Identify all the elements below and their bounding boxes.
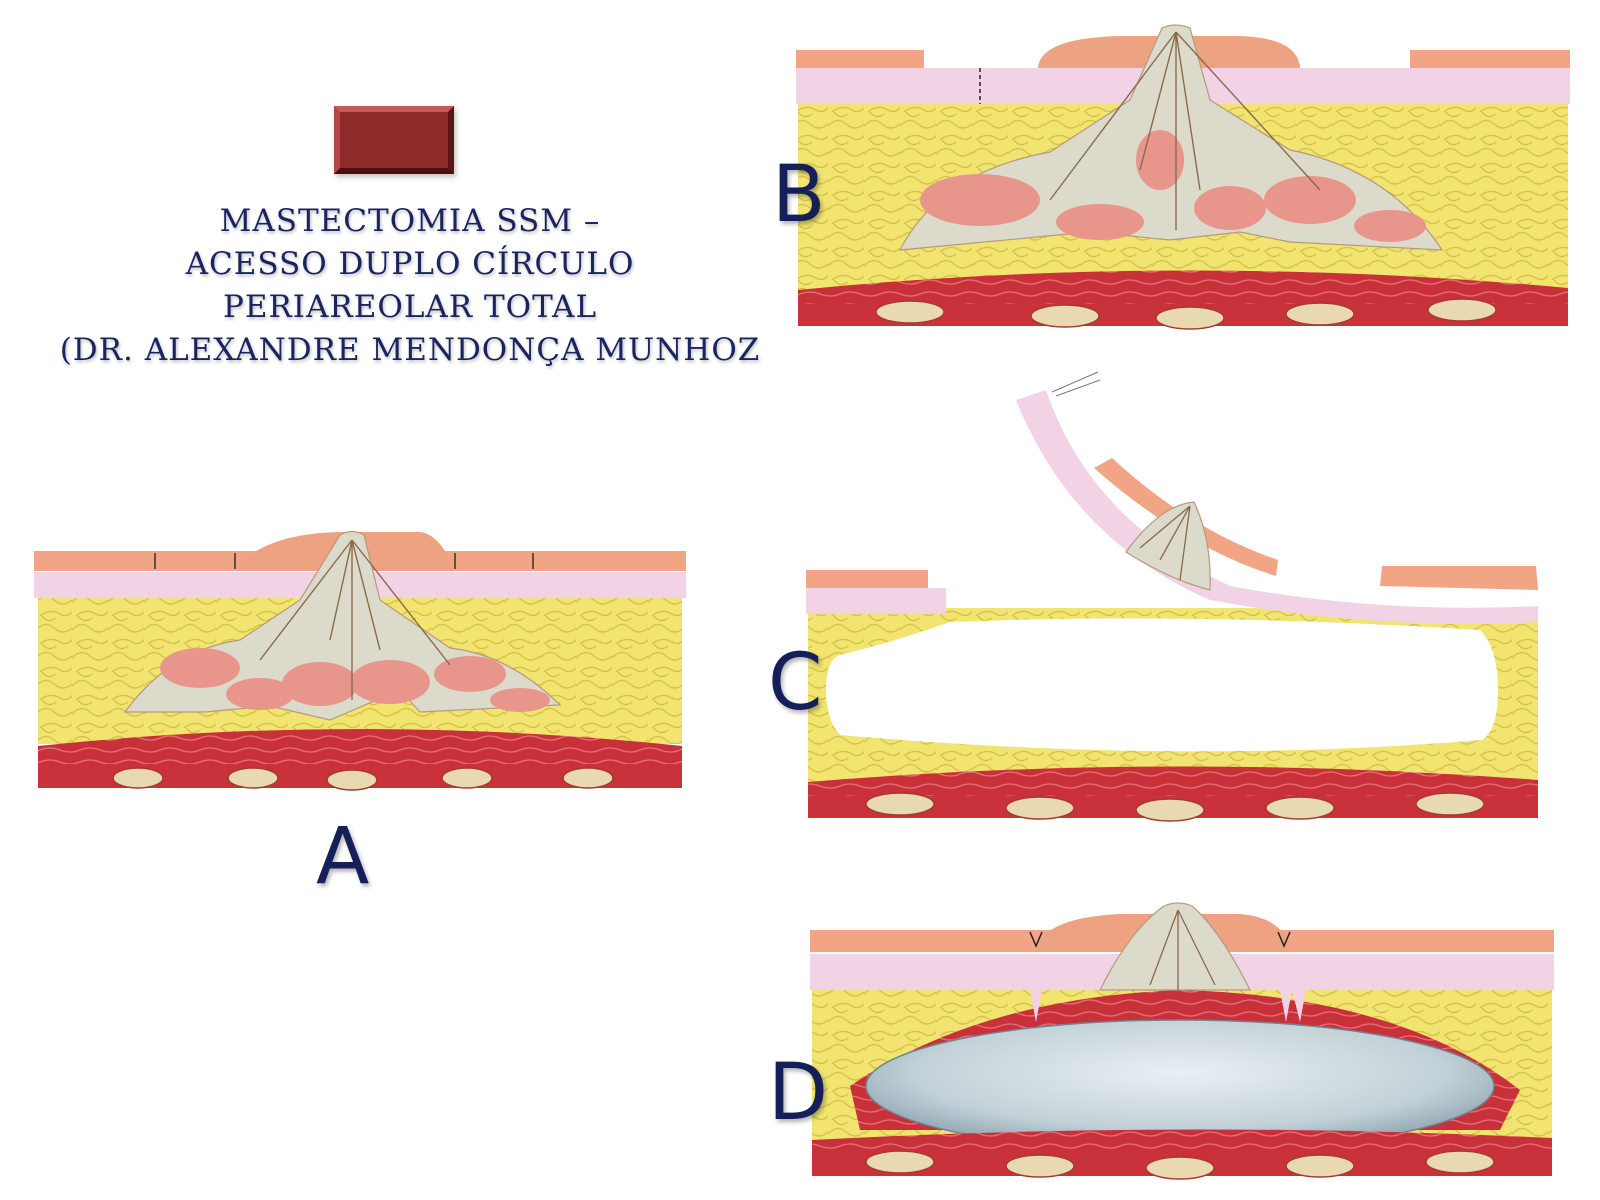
- title-line-2: ACESSO DUPLO CÍRCULO: [185, 246, 635, 282]
- panel-a-illustration: [34, 530, 686, 791]
- title-line-1: MASTECTOMIA SSM –: [219, 203, 601, 239]
- panel-label-b: B: [772, 150, 826, 240]
- panel-b-epidermis-right: [1410, 50, 1570, 68]
- panel-b-muscle: [798, 270, 1568, 306]
- panel-b-illustration: [796, 24, 1570, 330]
- panel-a-muscle: [38, 729, 682, 766]
- panel-d-nipple-core: [1099, 902, 1251, 991]
- panel-c-illustration: [806, 371, 1538, 822]
- title-line-3: PERIAREOLAR TOTAL: [222, 289, 598, 325]
- title-badge: [334, 106, 454, 174]
- diagram-title: MASTECTOMIA SSM – ACESSO DUPLO CÍRCULO P…: [40, 200, 780, 372]
- panel-label-c: C: [768, 638, 823, 728]
- panel-d-illustration: [810, 902, 1554, 1180]
- panel-c-epidermis-left: [806, 570, 928, 588]
- panel-c-cavity: [826, 618, 1498, 752]
- panel-label-a: A: [316, 812, 370, 902]
- panel-c-muscle: [808, 766, 1538, 798]
- panel-c-skin-flap: [1016, 390, 1538, 624]
- panel-d-chest-muscle: [812, 1129, 1552, 1156]
- panel-b-epidermis-left: [796, 50, 924, 68]
- panel-label-d: D: [768, 1048, 829, 1138]
- title-line-4: (DR. ALEXANDRE MENDONÇA MUNHOZ: [59, 332, 761, 368]
- panel-c-dermis-left: [806, 588, 946, 614]
- panel-c-flap-epidermis-right: [1380, 566, 1538, 590]
